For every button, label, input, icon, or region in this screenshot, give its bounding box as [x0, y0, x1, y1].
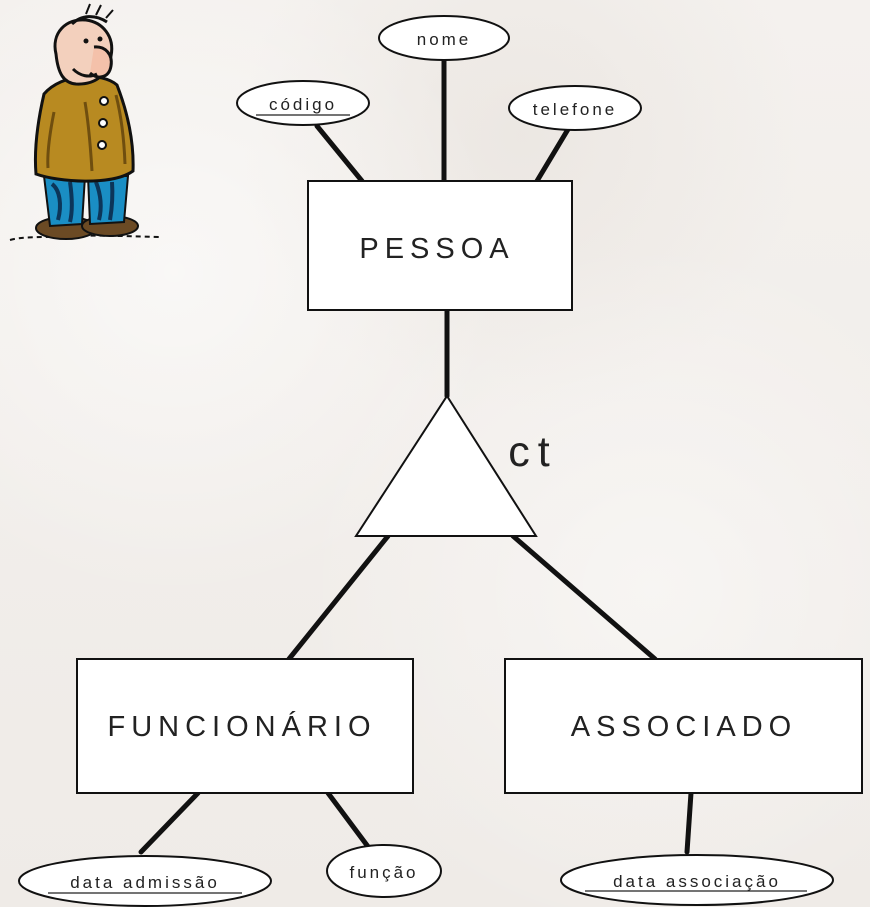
line-funcionario-funcao	[325, 790, 375, 855]
specialization-triangle	[354, 394, 538, 537]
entity-associado-label: ASSOCIADO	[571, 711, 797, 743]
entity-pessoa	[307, 180, 573, 311]
attribute-telefone-label: telefone	[533, 100, 618, 119]
entity-funcionario	[76, 658, 414, 794]
specialization-label: ct	[508, 428, 557, 476]
entity-pessoa-label: PESSOA	[359, 233, 514, 265]
attribute-data-admissao-label: data admissão	[70, 873, 220, 892]
entity-funcionario-label: FUNCIONÁRIO	[108, 710, 377, 743]
entity-associado	[504, 658, 863, 794]
attribute-funcao-label: função	[349, 863, 418, 882]
cartoon-man-icon	[9, 3, 161, 241]
attribute-funcao	[326, 844, 442, 898]
line-triangle-funcionario	[286, 533, 391, 662]
attribute-codigo	[236, 80, 370, 126]
attribute-nome	[378, 15, 510, 61]
attribute-data-associacao	[560, 854, 834, 906]
line-funcionario-data-admissao	[138, 790, 201, 855]
line-telefone-pessoa	[534, 123, 573, 184]
line-associado-data-associacao	[684, 790, 694, 855]
line-codigo-pessoa	[314, 123, 365, 184]
line-triangle-associado	[510, 533, 658, 662]
attribute-data-associacao-label: data associação	[613, 872, 781, 891]
attribute-codigo-label: código	[269, 95, 337, 114]
attribute-nome-label: nome	[417, 30, 472, 49]
attribute-telefone	[508, 85, 642, 131]
